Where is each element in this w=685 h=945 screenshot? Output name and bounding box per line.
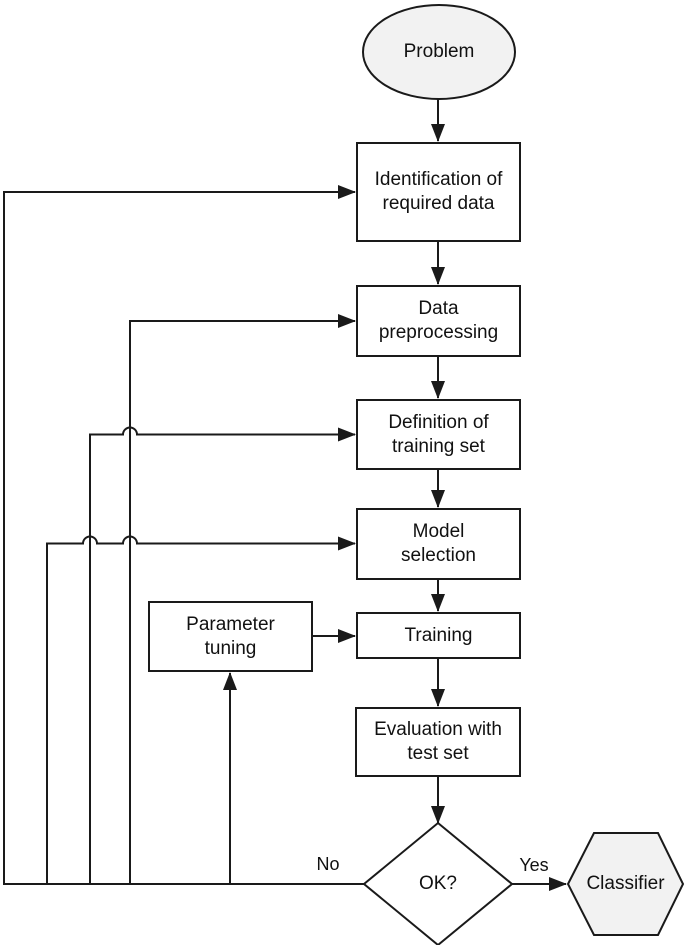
parameter-tuning-box (148, 601, 313, 672)
edge-no-to-identification (3, 185, 364, 885)
identification-box (356, 142, 521, 242)
edge-no-to-model-selection (46, 535, 356, 884)
classifier-hexagon (566, 832, 685, 936)
preprocessing-box (356, 285, 521, 357)
training-set-box (356, 399, 521, 470)
edge-no-to-training-set (89, 426, 356, 884)
training-box (356, 612, 521, 659)
problem-ellipse (362, 4, 516, 100)
model-selection-box (356, 508, 521, 580)
decision-diamond (362, 821, 514, 945)
edge-no-to-preprocessing (129, 314, 356, 884)
evaluation-box (355, 707, 521, 777)
